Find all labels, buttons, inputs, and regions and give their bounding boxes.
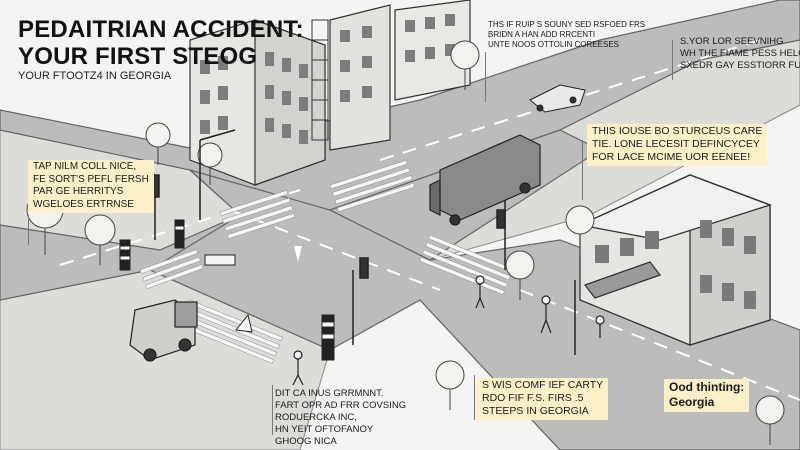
traffic-signal-poles — [150, 129, 576, 355]
note-line: Georgia — [669, 395, 715, 409]
car-icon — [529, 84, 586, 113]
note-line: WGELOES ERTRNSE — [33, 198, 134, 210]
utility-vehicle-icon — [129, 299, 198, 362]
note-line: RDO FIF F.S. FIRS .5 — [482, 392, 584, 405]
note-line: THS IF RUIP S SOUNY SED RSFOED FRS — [488, 20, 646, 29]
note-bottom-center: DIT CA INUS GRRMNNT. FART OPR AD FRR COV… — [275, 388, 406, 447]
building-center-top — [329, 4, 391, 151]
note-middle-right: THIS IOUSE BO STURCEUS CARE TIE. LONE LE… — [587, 124, 768, 167]
leader-line — [28, 215, 29, 245]
page-title-line2: YOUR FIRST STEOG — [18, 43, 258, 70]
note-left: TAP NILM COLL NICE, FE SORT'S PEFL FERSH… — [28, 160, 154, 213]
note-line: WH THE FIAME PESS HELOCE — [680, 47, 800, 59]
note-bottom-right: S WIS COMF IEF CARTY RDO FIF F.S. FIRS .… — [477, 378, 609, 421]
note-line: TAP NILM COLL NICE, — [33, 161, 137, 172]
note-line: UNTE NOOS OTTOLIN COREESES — [488, 40, 619, 49]
trees — [26, 40, 785, 445]
note-line: S.YOR LOR SEEVNIHG — [680, 36, 784, 47]
note-line: Ood thinting: — [669, 380, 745, 394]
building-left-tall — [189, 19, 326, 186]
note-line: DIT CA INUS GRRMNNT. — [275, 388, 384, 399]
note-line: BRIDN A HAN ADD RRCENTI — [488, 30, 596, 39]
note-line: S WIS COMF IEF CARTY — [482, 379, 604, 391]
leader-line — [672, 40, 673, 80]
note-top-right: S.YOR LOR SEEVNIHG WH THE FIAME PESS HEL… — [680, 36, 800, 72]
corner-building-right — [577, 174, 772, 346]
building-row-top — [394, 0, 471, 101]
note-line: GHOOG NICA — [275, 435, 337, 447]
crosswalks — [139, 159, 514, 364]
note-line: TIE. LONE LECESIT DEFINCYCEY — [592, 138, 760, 151]
note-line: HN YEIT OFTOFANOY — [275, 423, 374, 435]
truck-icon — [429, 134, 541, 226]
note-line: THIS IOUSE BO STURCEUS CARE — [592, 125, 763, 137]
note-line: PAR GE HERRITYS — [33, 186, 124, 197]
note-line: RODUERCKA INC, — [275, 411, 357, 423]
note-line: FART OPR AD FRR COVSING — [275, 399, 407, 411]
note-line: FE SORT'S PEFL FERSH — [33, 173, 149, 185]
leader-line — [474, 375, 475, 420]
leader-line — [582, 140, 583, 200]
note-line: STEEPS IN GEORGIA — [482, 405, 589, 418]
lane-arrow — [294, 246, 302, 262]
leader-line — [272, 385, 273, 435]
note-line: FOR LACE MCIME UOR EENEE! — [592, 151, 751, 164]
note-top-center: THS IF RUIP S SOUNY SED RSFOED FRS BRIDN… — [488, 20, 645, 50]
page-title-line1: PEDAITRIAN ACCIDENT: — [18, 16, 304, 43]
traffic-barriers — [119, 219, 335, 361]
leader-line — [485, 52, 486, 102]
note-line: SXEDR GAY ESSTIORR FUSED — [680, 59, 800, 71]
fire-escape — [311, 19, 329, 141]
pedestrian-icons — [292, 275, 605, 386]
note-final-callout: Ood thinting: Georgia — [664, 379, 750, 412]
page-subtitle: YOUR FTOOTZ4 IN GEORGIA — [18, 70, 172, 82]
